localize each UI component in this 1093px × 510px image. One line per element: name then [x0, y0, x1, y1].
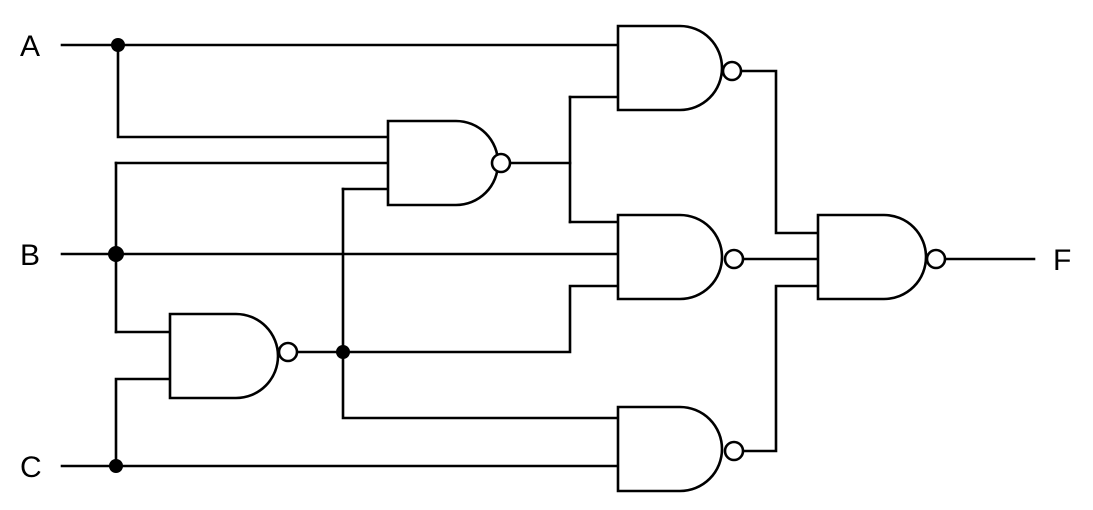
nand-gate-3-bubble	[721, 60, 743, 82]
nand-gate-2-bubble	[490, 152, 512, 174]
nand-gate-5	[616, 405, 745, 493]
nand-gate-4	[616, 213, 745, 301]
output-label-f: F	[1053, 244, 1071, 277]
nand-gate-6	[816, 213, 947, 301]
input-label-a: A	[20, 30, 40, 63]
wire-nand1-vertical	[341, 187, 620, 420]
input-label-c: C	[20, 451, 42, 484]
nand-gate-5-bubble	[723, 440, 745, 462]
nand-gate-1-body	[168, 312, 280, 400]
junction-dot-nand1-out	[336, 345, 350, 359]
wire-a-to-nand2	[116, 43, 390, 139]
input-label-b: B	[20, 239, 40, 272]
wire-c-to-nand1	[114, 377, 172, 468]
wires	[60, 43, 1036, 468]
nand-gate-4-body	[616, 213, 724, 301]
nand-gate-3	[616, 24, 743, 112]
junction-dot-b	[108, 246, 124, 262]
nand-gate-1-bubble	[277, 341, 299, 363]
nand-gate-6-body	[816, 213, 928, 301]
nand-gate-2-body	[386, 119, 500, 207]
nand-gate-4-bubble	[723, 248, 745, 270]
wire-nand3-out	[740, 69, 820, 235]
wire-nand5-out	[742, 284, 820, 453]
nand-gate-3-body	[616, 24, 724, 112]
wire-nand1-out	[296, 284, 620, 354]
junction-dot-c	[109, 459, 123, 473]
nand-gate-6-bubble	[925, 248, 947, 270]
junction-dot-a	[111, 38, 125, 52]
nand-gate-5-body	[616, 405, 724, 493]
nand-gate-2	[386, 119, 512, 207]
junctions	[108, 38, 350, 473]
nand-gate-1	[168, 312, 299, 400]
